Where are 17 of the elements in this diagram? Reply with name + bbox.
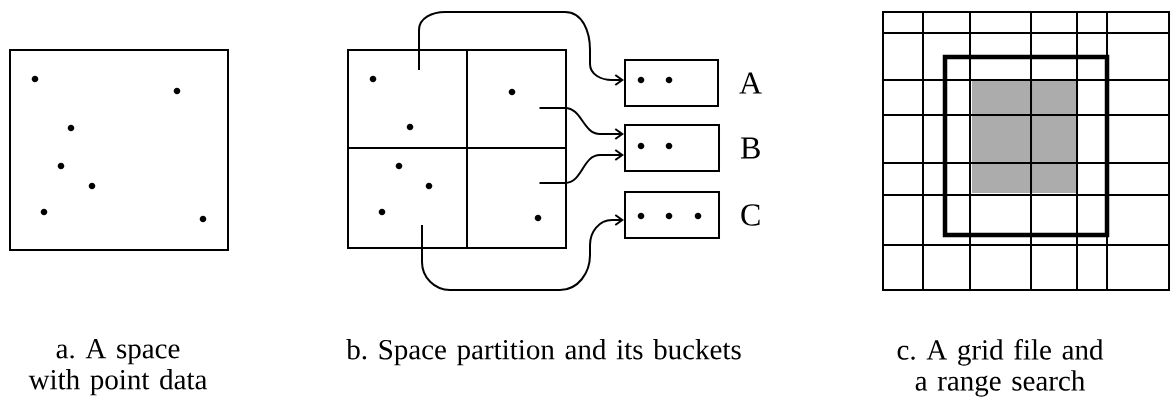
bucket-letter: A [739,72,762,94]
bucket-box [624,124,720,172]
caption: a. A space with point data [28,339,207,396]
partition-cell [347,49,468,149]
arrow [418,11,624,86]
arrow [538,149,624,184]
partition-cell [347,147,468,249]
partition-cell [466,49,567,149]
caption: b. Space partition and its buckets [346,339,741,366]
partition-cell [466,147,567,249]
arrow [538,107,624,140]
bucket-letter: C [741,204,760,226]
caption: c. A grid file and a range search [897,339,1104,397]
bucket-letter: B [740,137,760,159]
bucket-box [624,191,720,239]
bucket-box [624,59,719,107]
arrow [421,214,624,291]
